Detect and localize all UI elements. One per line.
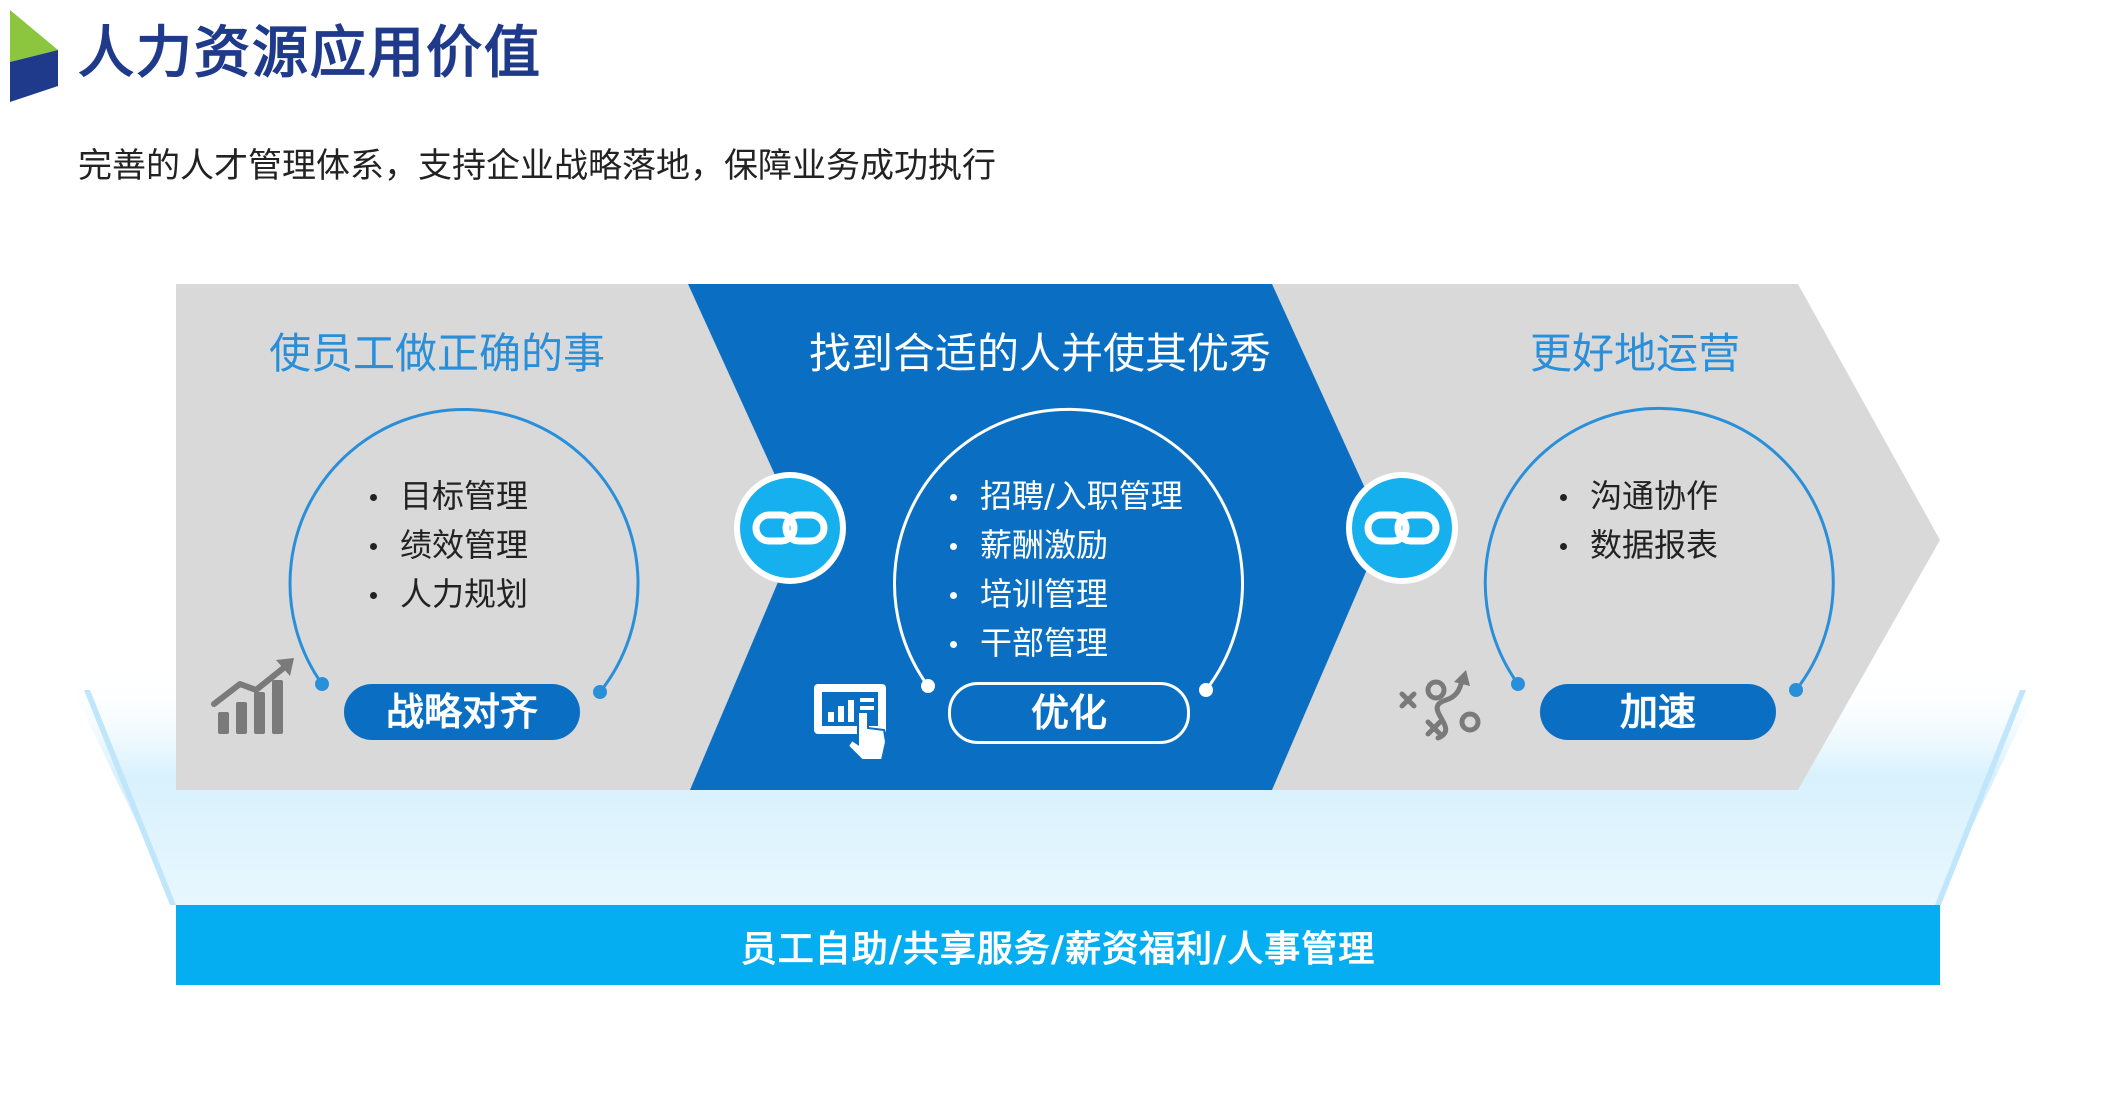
touch-screen-icon — [814, 684, 888, 761]
link-icon — [1346, 472, 1458, 584]
stage-panel-1 — [176, 284, 800, 790]
list-item: 招聘/入职管理 — [946, 472, 1183, 521]
stage-item-list-1: 目标管理 绩效管理 人力规划 — [366, 472, 528, 619]
stage-arc-1 — [288, 407, 640, 693]
page-subtitle: 完善的人才管理体系，支持企业战略落地，保障业务成功执行 — [78, 146, 996, 186]
stage-item-list-3: 沟通协作 数据报表 — [1556, 472, 1718, 570]
growth-chart-icon — [211, 658, 294, 734]
list-item: 数据报表 — [1556, 521, 1718, 570]
stage-badge-3: 加速 — [1540, 684, 1776, 740]
base-bar — [176, 905, 1940, 985]
stage-arc-2 — [893, 407, 1244, 691]
stage-panel-3 — [1270, 284, 1940, 790]
stage-badge-2: 优化 — [948, 682, 1190, 744]
stage-heading-1: 使员工做正确的事 — [268, 329, 605, 378]
list-item: 培训管理 — [946, 570, 1183, 619]
page-title: 人力资源应用价值 — [78, 21, 542, 86]
stage-item-list-2: 招聘/入职管理 薪酬激励 培训管理 干部管理 — [946, 472, 1183, 668]
list-item: 薪酬激励 — [946, 521, 1183, 570]
stage-badge-1: 战略对齐 — [344, 684, 580, 740]
strategy-play-icon — [1399, 670, 1481, 741]
stage-panel-2 — [688, 284, 1384, 790]
list-item: 干部管理 — [946, 619, 1183, 668]
stage-arc-3 — [1483, 406, 1835, 691]
list-item: 绩效管理 — [366, 521, 528, 570]
link-icon — [734, 472, 846, 584]
list-item: 沟通协作 — [1556, 472, 1718, 521]
stage-heading-3: 更好地运营 — [1529, 329, 1740, 378]
list-item: 人力规划 — [366, 570, 528, 619]
list-item: 目标管理 — [366, 472, 528, 521]
stage-heading-2: 找到合适的人并使其优秀 — [808, 329, 1271, 378]
brand-logo-icon — [10, 10, 58, 102]
base-bar-label: 员工自助/共享服务/薪资福利/人事管理 — [740, 929, 1376, 970]
